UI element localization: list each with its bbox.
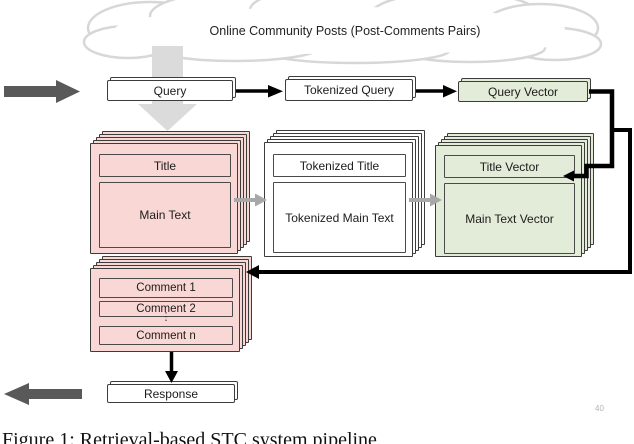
cloud-label: Online Community Posts (Post-Comments Pa… — [209, 24, 481, 38]
post-stack: Title Main Text — [90, 143, 238, 254]
page-number: 40 — [595, 404, 604, 413]
tokenized-query-box: Tokenized Query — [285, 79, 413, 101]
title-vector-box: Title Vector — [444, 155, 575, 178]
arrow-tokenized-to-vector — [416, 85, 457, 98]
arrow-query-to-tokenized — [236, 85, 283, 98]
response-box: Response — [107, 384, 235, 403]
input-arrow-icon — [4, 80, 80, 103]
vector-stack: Title Vector Main Text Vector — [435, 145, 582, 257]
arrow-comments-to-response — [165, 352, 178, 383]
figure-caption: Figure 1: Retrieval-based STC system pip… — [2, 429, 377, 444]
query-vector-box: Query Vector — [458, 81, 588, 102]
tokenized-main-text-box: Tokenized Main Text — [273, 182, 406, 253]
comment-1-box: Comment 1 — [99, 278, 233, 298]
arrow-stack-post-to-tokenized — [234, 193, 267, 207]
main-text-vector-box: Main Text Vector — [444, 183, 575, 254]
post-main-text-box: Main Text — [99, 182, 231, 248]
tokenized-stack: Tokenized Title Tokenized Main Text — [264, 142, 413, 257]
comment-n-box: Comment n — [99, 326, 233, 345]
comments-ellipsis-icon: ⋮ — [160, 311, 172, 323]
query-box: Query — [107, 80, 233, 101]
comment-2-box: Comment 2 — [99, 301, 233, 317]
output-arrow-icon — [4, 383, 82, 405]
tokenized-title-box: Tokenized Title — [273, 154, 406, 177]
comments-stack: Comment 1 Comment 2 ⋮ Comment n — [90, 268, 240, 352]
post-title-box: Title — [99, 154, 231, 177]
